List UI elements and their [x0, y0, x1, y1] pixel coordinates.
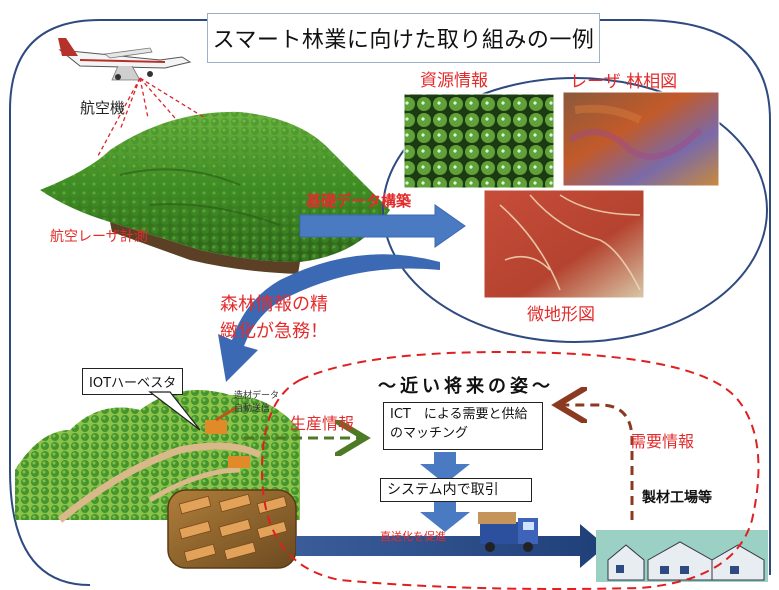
- ict-matching-box: ICT による需要と供給 のマッチング: [383, 402, 543, 450]
- laser-beams: [97, 77, 206, 157]
- data-construction-label: 基礎データ構築: [306, 192, 412, 210]
- airplane-icon: [58, 38, 192, 81]
- demand-info-label: 需要情報: [630, 432, 695, 451]
- small-text-2: 自動送信: [234, 404, 271, 414]
- resource-info-label: 資源情報: [420, 71, 488, 91]
- iot-harvester-callout: IOTハーベスタ: [82, 368, 184, 395]
- outer-frame: [9, 19, 771, 586]
- page-title: スマート林業に向けた取り組みの一例: [207, 13, 600, 63]
- near-future-dashed-outline: [260, 350, 760, 590]
- laser-forest-map-label: レーザ 林相図: [570, 72, 678, 92]
- factory-illustration: [596, 530, 768, 582]
- system-trade-label: システム内で取引: [387, 482, 499, 498]
- iot-harvester-label: IOTハーベスタ: [89, 376, 177, 391]
- page-title-text: スマート林業に向けた取り組みの一例: [212, 28, 595, 53]
- laser-forest-map-image: [562, 91, 720, 187]
- forest-info-urgent-line2: 緻化が急務！: [220, 321, 328, 342]
- data-images-ellipse: [382, 77, 768, 343]
- timber-yard-illustration: [167, 489, 297, 569]
- laser-measurement-label: 航空レーザ計測: [50, 229, 148, 245]
- aircraft-label: 航空機: [80, 99, 126, 117]
- truck-icon: [478, 512, 538, 552]
- ict-matching-line2: のマッチング: [390, 426, 469, 441]
- micro-topography-label: 微地形図: [527, 305, 595, 325]
- demand-info-arrow: [560, 405, 634, 520]
- direct-delivery-label: 直送化を促進: [380, 530, 446, 543]
- down-arrow-2: [420, 500, 470, 532]
- data-construction-arrow: [299, 204, 466, 248]
- system-trade-box: システム内で取引: [380, 478, 532, 502]
- small-text-1: 造材データ: [234, 391, 280, 401]
- harvest-forest-illustration: [15, 390, 300, 523]
- near-future-heading: ～近い将来の姿～: [378, 376, 554, 397]
- delivery-arrow: [296, 524, 606, 568]
- down-arrow-1: [420, 452, 470, 484]
- micro-topography-image: [483, 189, 645, 299]
- urgent-curved-arrow: [218, 254, 440, 382]
- ict-matching-line1: ICT による需要と供給: [390, 407, 528, 422]
- sawmill-label: 製材工場等: [642, 490, 712, 506]
- production-info-label: 生産情報: [290, 414, 355, 433]
- resource-info-image: [403, 93, 555, 189]
- forest-info-urgent-line1: 森林情報の精: [220, 294, 328, 315]
